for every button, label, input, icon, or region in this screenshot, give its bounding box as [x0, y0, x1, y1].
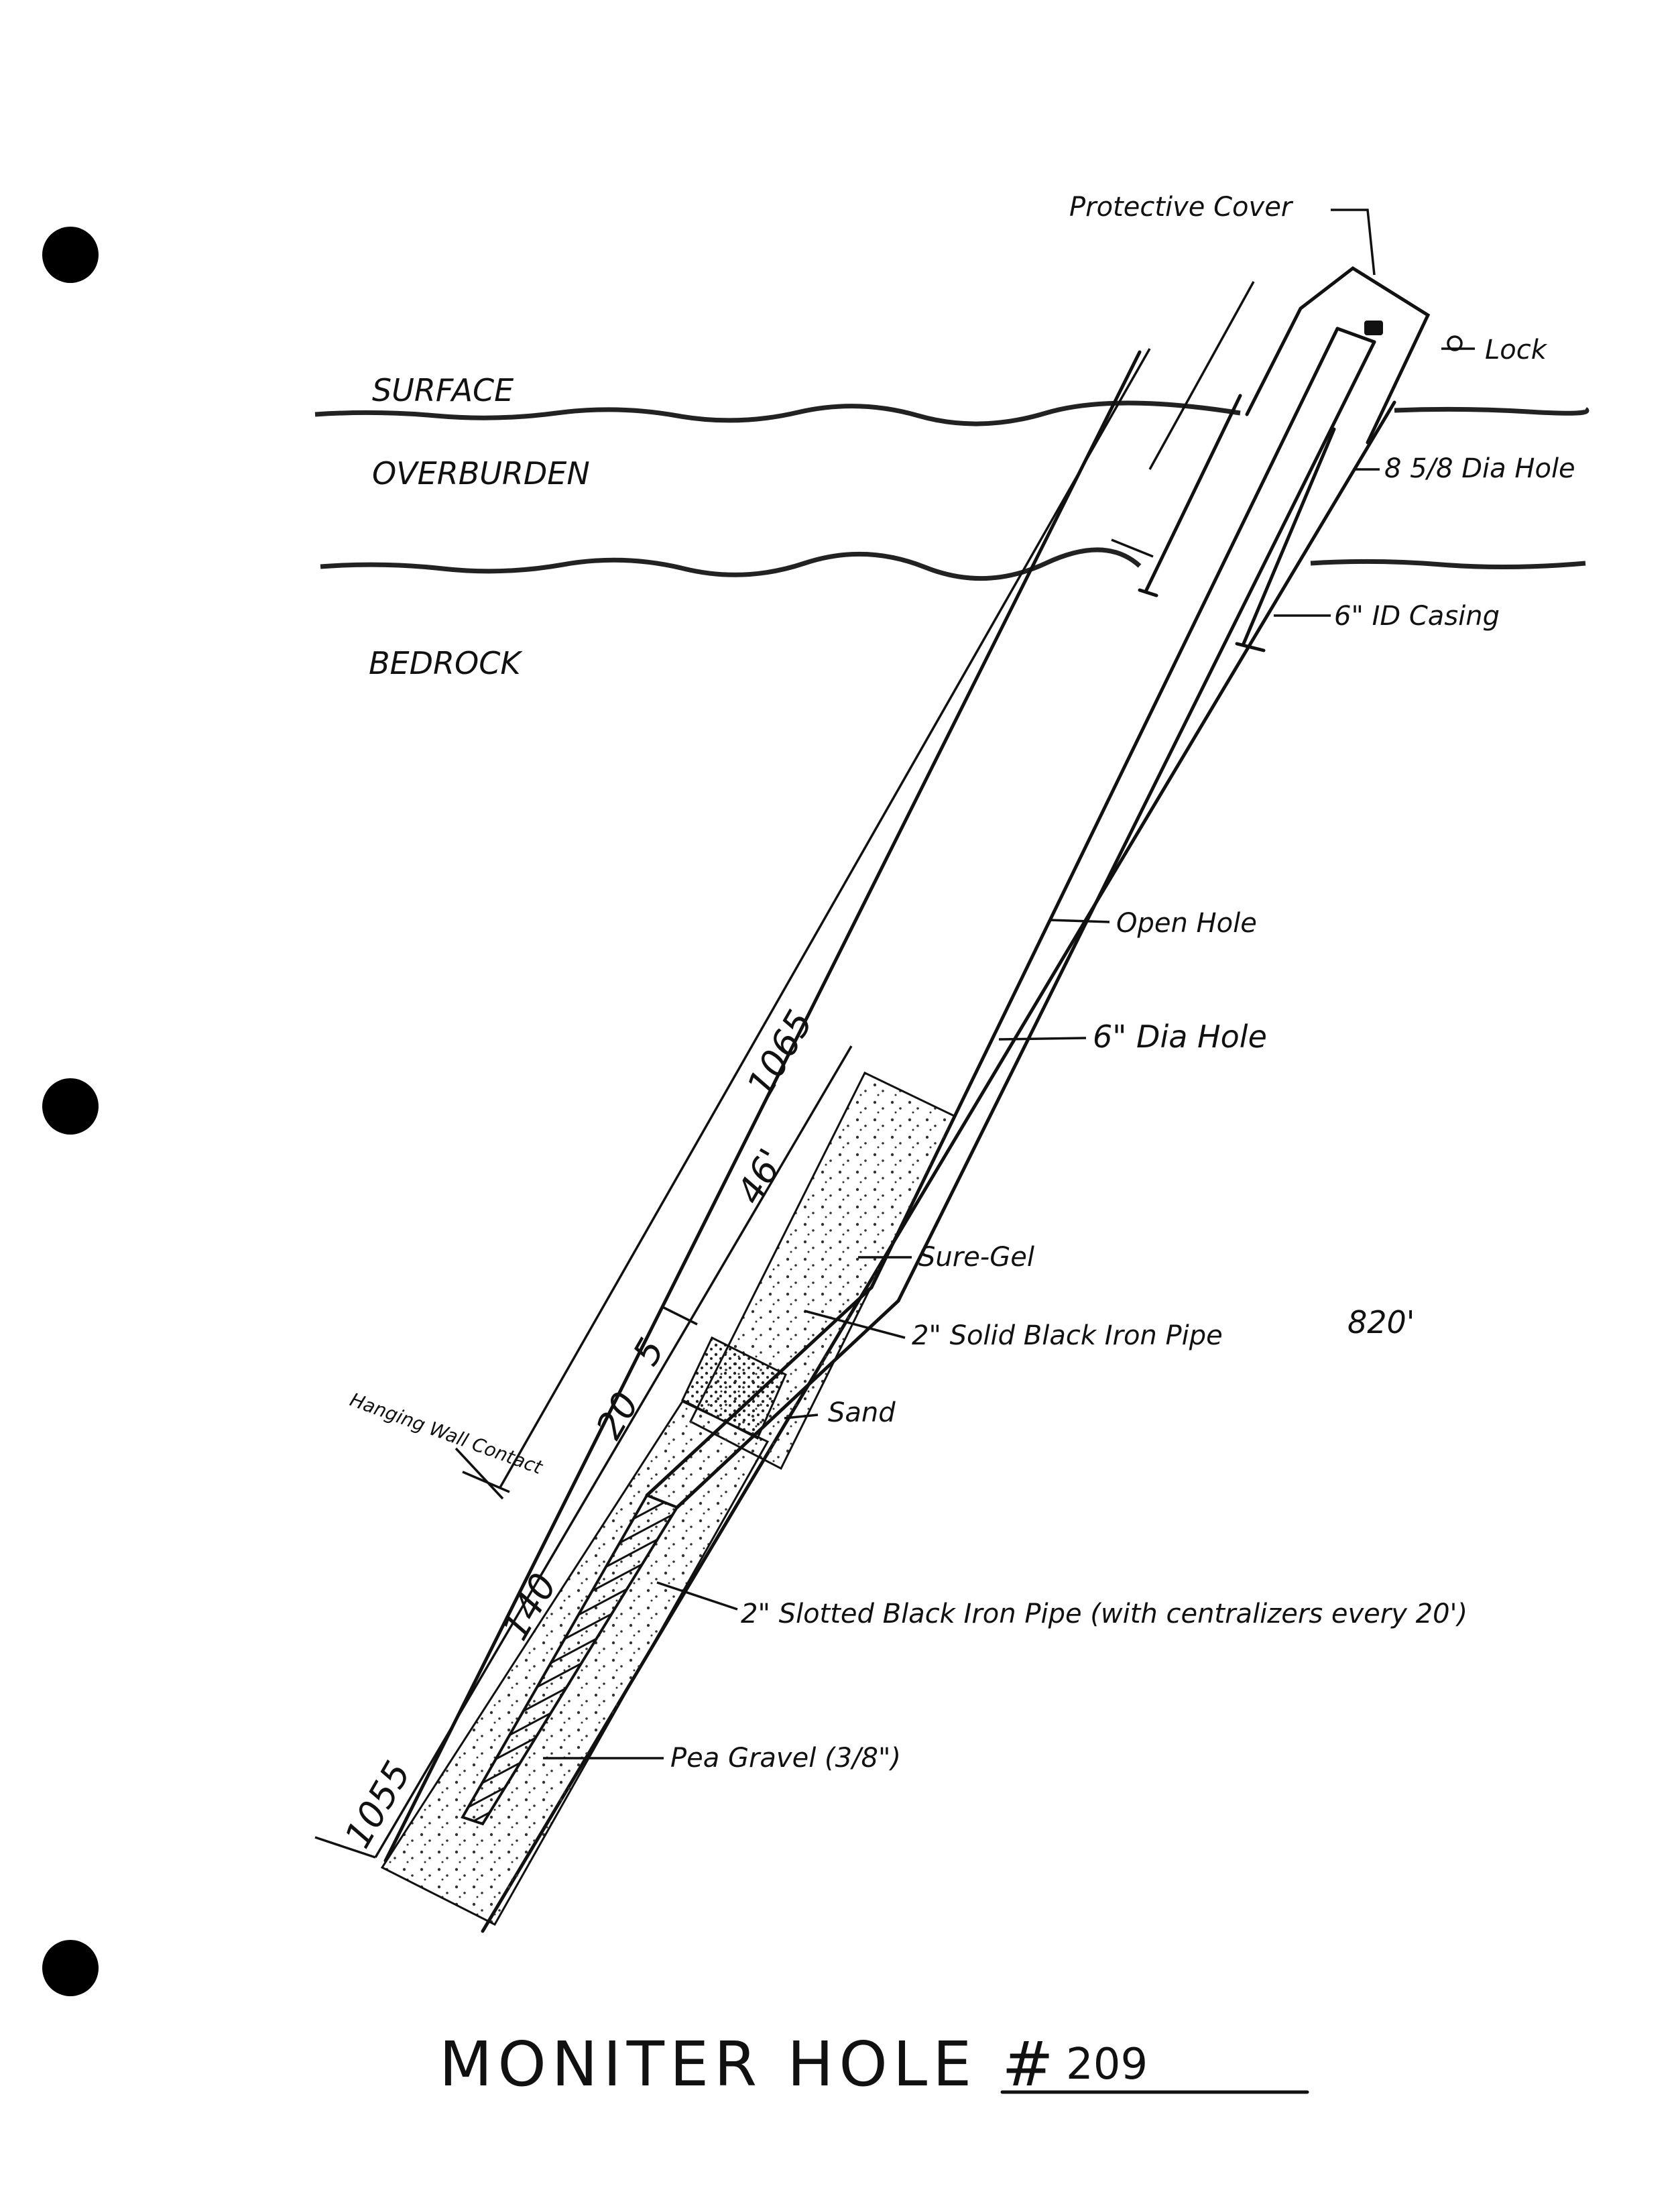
casing-bottom — [1138, 588, 1158, 597]
id-casing-label: 6" ID Casing — [1334, 601, 1500, 632]
pea-gravel-label: Pea Gravel (3/8") — [670, 1743, 901, 1774]
protective-cover — [1245, 266, 1431, 445]
surface-label: SURFACE — [372, 372, 514, 408]
leaders — [543, 209, 1475, 1760]
dia-hole-858-label: 8 5/8 Dia Hole — [1384, 453, 1575, 484]
title-text: MONITER HOLE # — [439, 2028, 1059, 2100]
lock-icon — [1364, 321, 1463, 351]
binder-hole-top — [42, 227, 99, 283]
dim-1065: 1065 — [739, 1003, 821, 1104]
binder-hole-middle — [42, 1078, 99, 1135]
solid-pipe-length: 820' — [1347, 1304, 1415, 1340]
lower-pipe-left — [645, 1285, 874, 1497]
pipe-wall-right — [896, 340, 1376, 1303]
solid-pipe-label: 2" Solid Black Iron Pipe — [912, 1320, 1223, 1351]
surface-line — [314, 400, 1589, 426]
casing-end-mark — [1235, 642, 1266, 652]
casing-wall-left — [1144, 394, 1242, 592]
hole-number: 209 — [1066, 2040, 1148, 2089]
casing-wall-right — [1242, 427, 1336, 646]
dia-hole-6-label: 6" Dia Hole — [1093, 1019, 1267, 1055]
bedrock-contact-line — [320, 547, 1586, 581]
sand-label: Sand — [828, 1397, 896, 1428]
hole-wall-left — [383, 350, 1142, 1863]
slotted-pipe-label: 2" Slotted Black Iron Pipe (with central… — [741, 1599, 1467, 1629]
lower-pipe-right — [675, 1299, 900, 1509]
overburden-label: OVERBURDEN — [372, 455, 590, 492]
protective-cover-label: Protective Cover — [1069, 192, 1294, 223]
pipe-top — [1335, 327, 1376, 344]
bedrock-label: BEDROCK — [369, 645, 523, 681]
lock-label: Lock — [1485, 335, 1548, 365]
dimension-lines — [314, 281, 1255, 1859]
slotted-pipe — [461, 1493, 679, 1826]
hanging-wall-leader — [455, 1447, 504, 1500]
sure-gel-label: Sure-Gel — [918, 1242, 1034, 1273]
hanging-wall-label: Hanging Wall Contact — [347, 1389, 546, 1479]
open-hole-label: Open Hole — [1116, 908, 1257, 939]
binder-hole-bottom — [42, 1940, 99, 1996]
